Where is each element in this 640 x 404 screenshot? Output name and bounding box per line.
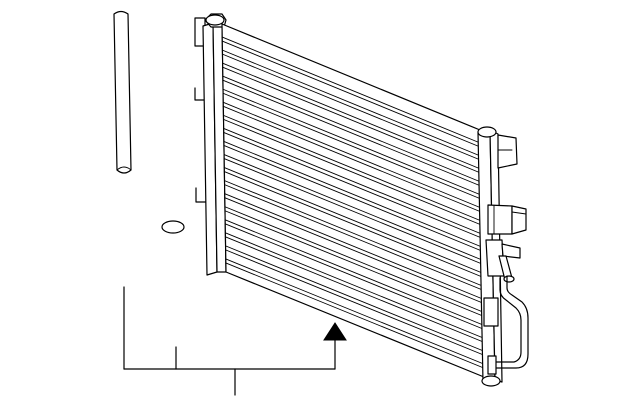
fin-tube	[224, 219, 484, 326]
fin-tube	[225, 258, 485, 365]
fin-tube-edge	[225, 249, 485, 356]
fin-tube	[221, 36, 481, 144]
right-top-bracket	[497, 134, 518, 169]
fin-tube	[224, 206, 484, 313]
callout-arrow	[323, 322, 347, 341]
fin-tube-edge	[221, 40, 481, 148]
seal-strip	[113, 10, 132, 174]
refrigerant-line	[487, 275, 529, 375]
fin-tube-edge	[224, 197, 484, 304]
fin-tube-edge	[223, 131, 483, 239]
fin-tube-edge	[225, 262, 485, 369]
condenser	[194, 13, 529, 387]
fin-tube-edge	[222, 79, 482, 187]
fin-tubes	[221, 36, 485, 369]
fin-tube	[224, 232, 484, 339]
fin-tube	[223, 154, 483, 261]
fin-tube-edge	[224, 184, 483, 291]
fin-tube	[225, 245, 485, 352]
fin-tube-edge	[223, 171, 483, 278]
fin-tube-edge	[222, 92, 482, 200]
side-bracket	[483, 297, 499, 327]
outlet-fitting	[485, 239, 521, 283]
fin-tube-edge	[221, 53, 481, 161]
fin-tube	[224, 180, 483, 287]
fin-tube-edge	[223, 158, 483, 265]
fin-tube	[223, 167, 483, 274]
fin-tube-edge	[224, 223, 484, 330]
fin-tube	[222, 62, 482, 170]
fin-tube	[223, 114, 482, 222]
fin-tube	[222, 88, 482, 196]
inlet-fitting	[487, 204, 527, 235]
fin-tube-edge	[223, 118, 482, 226]
fin-tube-edge	[224, 236, 484, 343]
fin-tube-edge	[222, 105, 482, 213]
fin-tube	[221, 49, 481, 157]
leader-bracket	[123, 286, 336, 396]
o-ring	[161, 220, 185, 234]
fin-tube	[222, 75, 482, 183]
fin-tube-edge	[222, 66, 482, 174]
fin-tube	[223, 141, 483, 248]
core-frame	[221, 23, 485, 378]
fin-tube-edge	[223, 145, 483, 252]
fin-tube	[222, 101, 482, 209]
fin-tube	[224, 193, 484, 300]
fin-tube	[223, 127, 483, 235]
fin-tube-edge	[224, 210, 484, 317]
